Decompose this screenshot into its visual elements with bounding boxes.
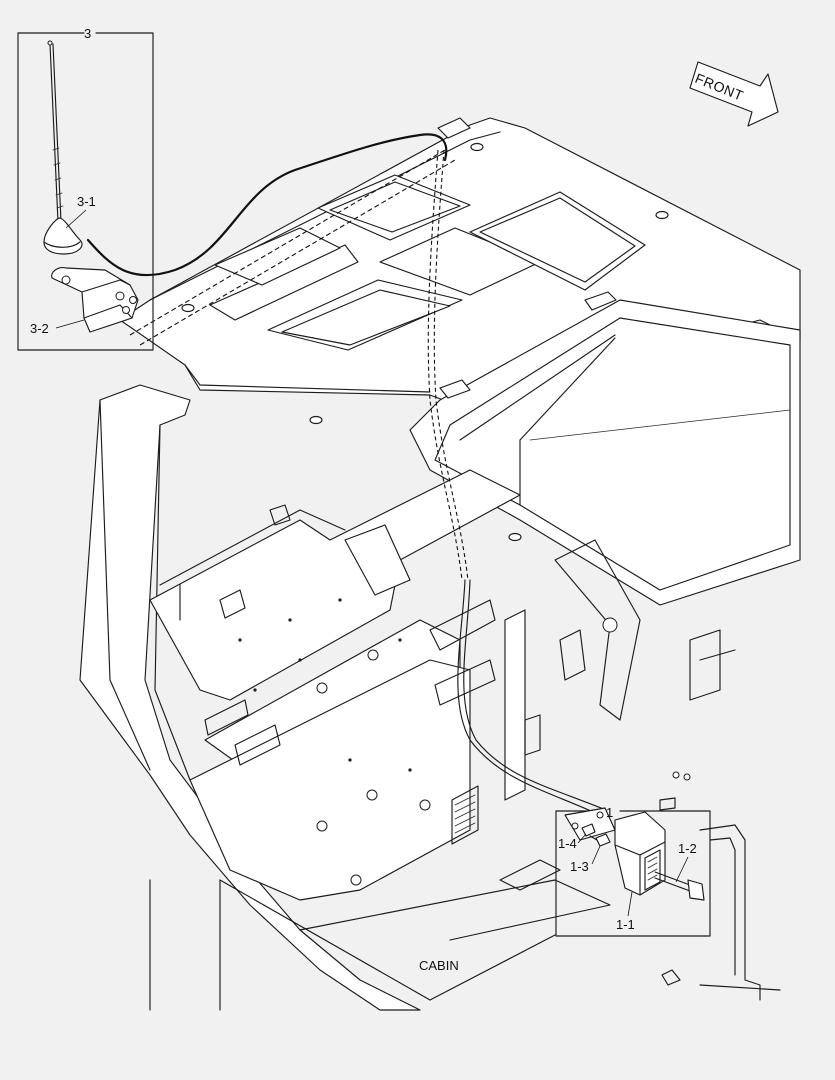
cabin-left-pillar (79, 384, 431, 1011)
callout-clip: 1-4 (558, 836, 577, 851)
callout-radio-group: 1 (606, 805, 613, 820)
radio-screw (595, 833, 611, 847)
section-label: CABIN (419, 958, 459, 973)
callouts: 3 3-1 3-2 1 1-4 1-3 1-2 1-1 CABIN (30, 26, 697, 973)
antenna-mast (49, 43, 59, 223)
callout-harness: 1-2 (678, 841, 697, 856)
cabin-roof (119, 117, 801, 606)
radio-detail-box (555, 807, 711, 937)
callout-screw: 1-3 (570, 859, 589, 874)
front-direction-arrow: FRONT (689, 61, 779, 127)
radio-cable (457, 579, 601, 816)
cabin-interior (149, 469, 781, 1001)
antenna-detail-box (17, 32, 154, 351)
radio-clip (581, 823, 596, 837)
callout-radio-unit: 1-1 (616, 917, 635, 932)
vent-grille (451, 785, 479, 845)
antenna-base (43, 217, 83, 255)
callout-antenna: 3-1 (77, 194, 96, 209)
callout-bracket: 3-2 (30, 321, 49, 336)
radio-harness (654, 871, 691, 886)
antenna-cable (86, 133, 448, 277)
callout-antenna-group: 3 (84, 26, 91, 41)
antenna-bracket (51, 267, 139, 333)
